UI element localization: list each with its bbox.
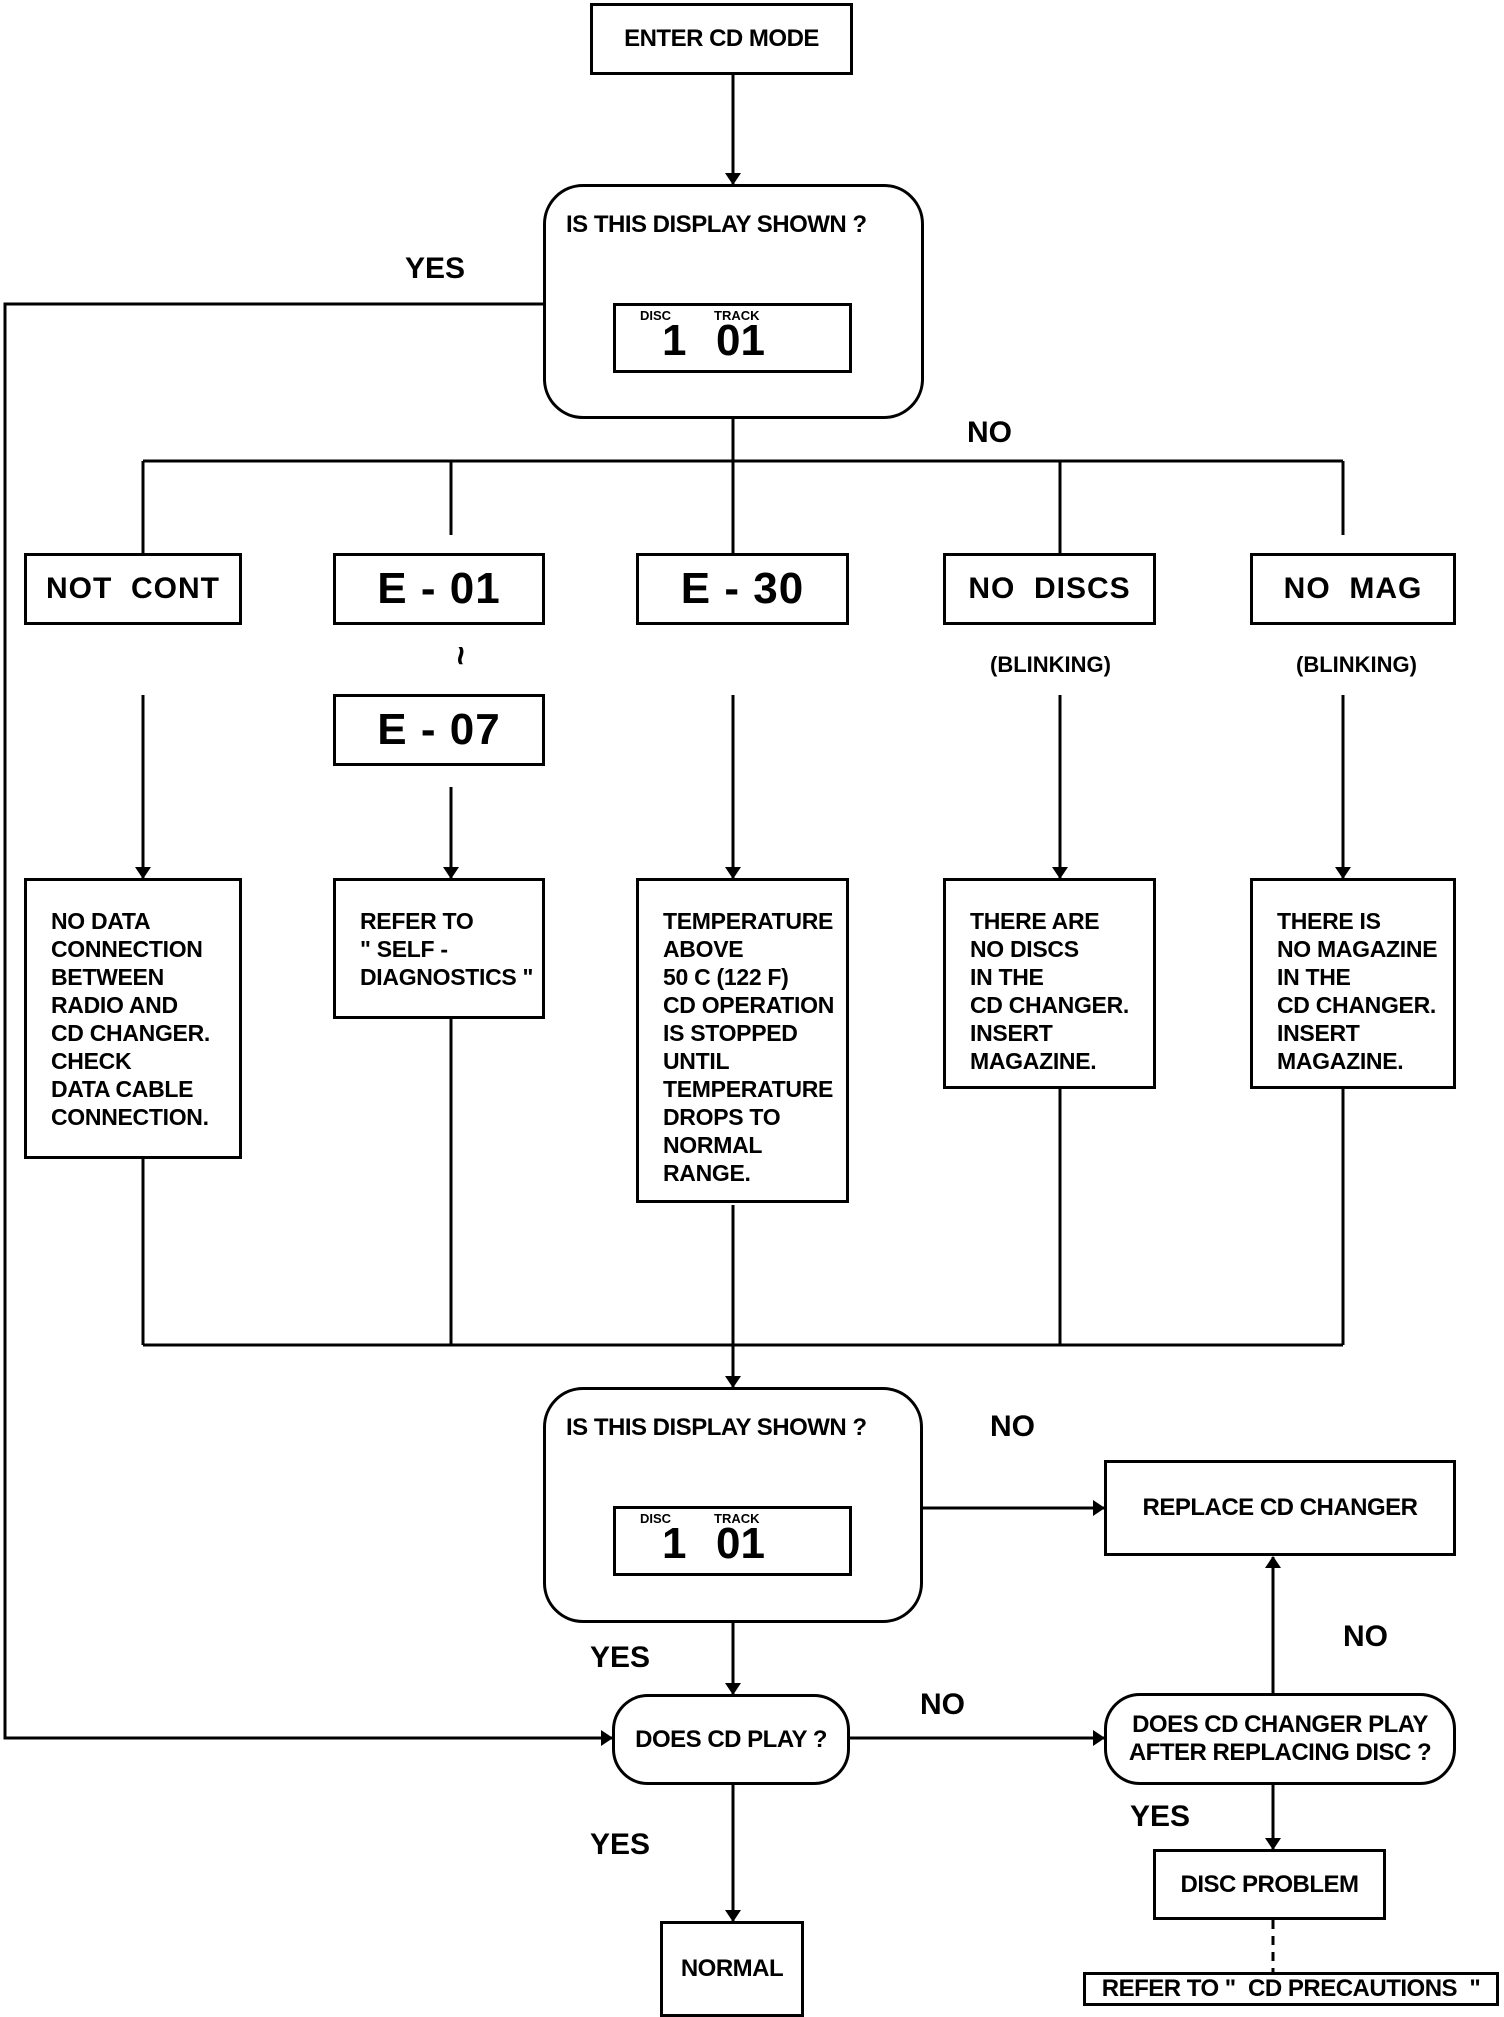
display-readout-1: DISC TRACK 1 01 xyxy=(613,303,852,373)
normal-label: NORMAL xyxy=(680,1955,784,1982)
display-check-2-label: IS THIS DISPLAY SHOWN ? xyxy=(566,1414,867,1441)
no-magazine-detail-box: THERE IS NO MAGAZINE IN THE CD CHANGER. … xyxy=(1250,878,1456,1089)
e07-box: E - 07 xyxy=(333,694,545,766)
no-discs-label: NO DISCS xyxy=(968,572,1131,605)
does-changer-play-label: DOES CD CHANGER PLAY AFTER REPLACING DIS… xyxy=(1128,1711,1432,1766)
disc-label: DISC xyxy=(640,1511,672,1526)
no-mag-label: NO MAG xyxy=(1283,572,1423,605)
enter-cd-mode-box: ENTER CD MODE xyxy=(590,3,853,75)
replace-cd-changer-label: REPLACE CD CHANGER xyxy=(1142,1494,1418,1521)
blinking-1-label: (BLINKING) xyxy=(990,652,1111,677)
refer-cd-precautions-label: REFER TO " CD PRECAUTIONS " xyxy=(1101,1975,1481,2002)
not-cont-label: NOT CONT xyxy=(46,572,220,605)
no-data-connection-text: NO DATA CONNECTION BETWEEN RADIO AND CD … xyxy=(51,908,210,1130)
refer-self-diagnostics-box: REFER TO " SELF - DIAGNOSTICS " xyxy=(333,878,545,1019)
temperature-box: TEMPERATURE ABOVE 50 C (122 F) CD OPERAT… xyxy=(636,878,849,1203)
e30-box: E - 30 xyxy=(636,553,849,625)
label-no-top: NO xyxy=(967,416,1012,449)
label-yes-play: YES xyxy=(590,1828,651,1861)
does-cd-play-label: DOES CD PLAY ? xyxy=(635,1725,827,1753)
no-discs-box: NO DISCS xyxy=(943,553,1156,625)
display-readout-2: DISC TRACK 1 01 xyxy=(613,1506,852,1576)
does-changer-play-box: DOES CD CHANGER PLAY AFTER REPLACING DIS… xyxy=(1104,1693,1456,1785)
label-no-changer: NO xyxy=(1343,1620,1388,1653)
enter-cd-mode-label: ENTER CD MODE xyxy=(624,25,819,52)
range-mark: ~ xyxy=(441,645,480,666)
temperature-text: TEMPERATURE ABOVE 50 C (122 F) CD OPERAT… xyxy=(663,908,835,1186)
display-check-2: IS THIS DISPLAY SHOWN ? DISC TRACK 1 01 xyxy=(543,1387,923,1623)
refer-cd-precautions-box: REFER TO " CD PRECAUTIONS " xyxy=(1083,1972,1499,2006)
track-value: 01 xyxy=(716,1519,765,1568)
e07-label: E - 07 xyxy=(377,705,501,754)
disc-value: 1 xyxy=(662,1519,687,1568)
no-magazine-detail-text: THERE IS NO MAGAZINE IN THE CD CHANGER. … xyxy=(1277,908,1438,1074)
label-yes-display2: YES xyxy=(590,1641,651,1674)
replace-cd-changer-box: REPLACE CD CHANGER xyxy=(1104,1460,1456,1556)
display-check-1: IS THIS DISPLAY SHOWN ? DISC TRACK 1 01 xyxy=(543,184,924,419)
no-data-connection-box: NO DATA CONNECTION BETWEEN RADIO AND CD … xyxy=(24,878,242,1159)
e30-label: E - 30 xyxy=(680,564,805,613)
disc-problem-label: DISC PROBLEM xyxy=(1180,1870,1359,1898)
label-yes-changer: YES xyxy=(1130,1800,1191,1833)
disc-value: 1 xyxy=(662,316,687,365)
e01-label: E - 01 xyxy=(377,564,501,613)
track-value: 01 xyxy=(716,316,765,365)
blinking-2-label: (BLINKING) xyxy=(1296,652,1417,677)
does-cd-play-box: DOES CD PLAY ? xyxy=(612,1694,850,1785)
disc-problem-box: DISC PROBLEM xyxy=(1153,1849,1386,1920)
label-no-play: NO xyxy=(920,1688,965,1721)
disc-label: DISC xyxy=(640,308,672,323)
not-cont-box: NOT CONT xyxy=(24,553,242,625)
normal-box: NORMAL xyxy=(660,1921,804,2017)
label-yes-top: YES xyxy=(405,252,466,285)
edge-display1-yes-bypass xyxy=(3,302,613,1746)
display-check-1-label: IS THIS DISPLAY SHOWN ? xyxy=(566,211,867,238)
no-mag-box: NO MAG xyxy=(1250,553,1456,625)
no-discs-detail-box: THERE ARE NO DISCS IN THE CD CHANGER. IN… xyxy=(943,878,1156,1089)
no-discs-detail-text: THERE ARE NO DISCS IN THE CD CHANGER. IN… xyxy=(970,908,1129,1074)
track-label: TRACK xyxy=(714,1511,760,1526)
refer-self-diagnostics-text: REFER TO " SELF - DIAGNOSTICS " xyxy=(360,908,534,990)
label-no-display2: NO xyxy=(990,1410,1035,1443)
e01-box: E - 01 xyxy=(333,553,545,625)
track-label: TRACK xyxy=(714,308,760,323)
